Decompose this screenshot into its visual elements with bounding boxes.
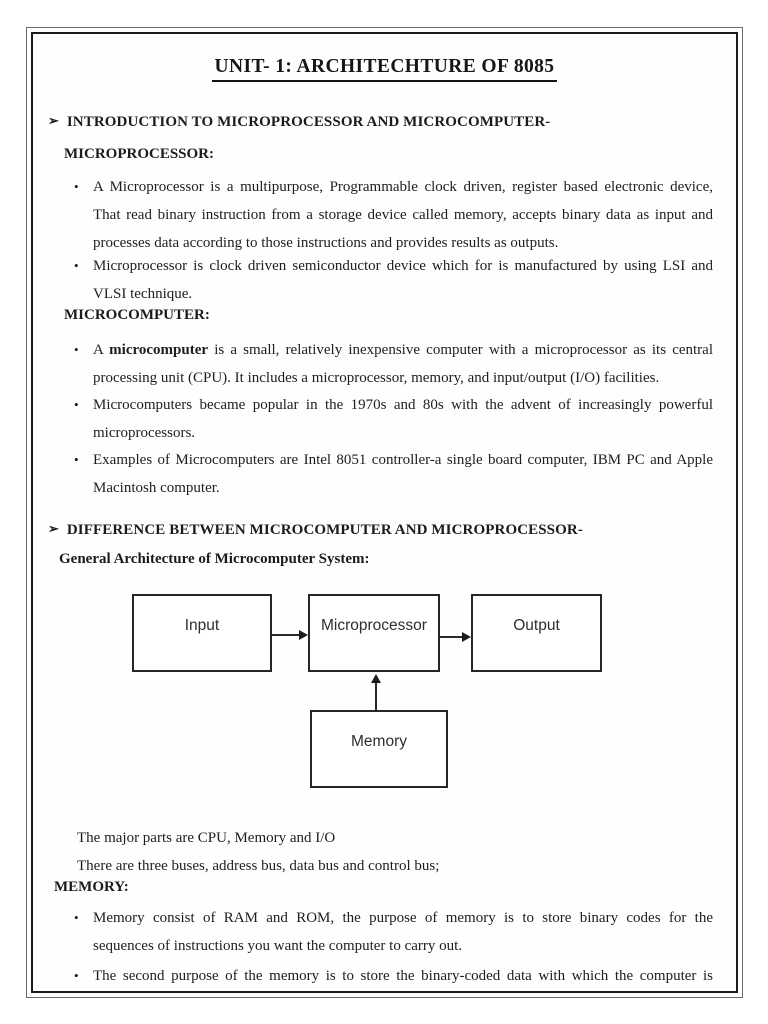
arrow-bullet-icon: ➢ <box>48 113 59 128</box>
bullet-item-microprocessor-def: • A Microprocessor is a multipurpose, Pr… <box>74 173 713 257</box>
diagram-microprocessor-label: Microprocessor <box>321 617 427 634</box>
bullet-item-memory-purpose: • Memory consist of RAM and ROM, the pur… <box>74 904 713 960</box>
arrow-bullet-icon: ➢ <box>48 521 59 536</box>
section-heading-intro: ➢ INTRODUCTION TO MICROPROCESSOR AND MIC… <box>48 113 708 131</box>
bullet-line: Examples of Microcomputers are Intel 805… <box>93 452 713 468</box>
bullet-line: sequences of instructions you want the c… <box>93 938 463 954</box>
diagram-box-output: Output <box>471 594 602 672</box>
section-heading-intro-label: INTRODUCTION TO MICROPROCESSOR AND MICRO… <box>66 114 551 130</box>
bullet-item-microcomputer-def: • A microcomputer is a small, relatively… <box>74 336 713 392</box>
bullet-line: Macintosh computer. <box>93 480 220 496</box>
arrow-right-icon <box>299 630 308 640</box>
bullet-item-memory-second-purpose: • The second purpose of the memory is to… <box>74 962 713 990</box>
bullet-line: Microcomputers became popular in the 197… <box>93 397 713 413</box>
bullet-marker-icon: • <box>74 397 79 412</box>
bullet-line: Microprocessor is clock driven semicondu… <box>93 258 713 274</box>
bullet-marker-icon: • <box>74 910 79 925</box>
subheading-microprocessor: MICROPROCESSOR: <box>64 146 215 162</box>
diagram-box-microprocessor: Microprocessor <box>308 594 440 672</box>
bullet-marker-icon: • <box>74 179 79 194</box>
diagram-box-memory: Memory <box>310 710 448 788</box>
bullet-marker-icon: • <box>74 342 79 357</box>
subheading-general-architecture: General Architecture of Microcomputer Sy… <box>59 551 370 567</box>
bullet-line: VLSI technique. <box>93 286 193 302</box>
bullet-line: That read binary instruction from a stor… <box>93 207 713 223</box>
paragraph-major-parts: The major parts are CPU, Memory and I/O <box>77 830 336 846</box>
diagram-output-label: Output <box>513 617 560 634</box>
document-page: UNIT- 1: ARCHITECHTURE OF 8085 ➢ INTRODU… <box>26 27 743 998</box>
bullet-marker-icon: • <box>74 968 79 983</box>
page-title: UNIT- 1: ARCHITECHTURE OF 8085 <box>33 56 736 82</box>
diagram-memory-label: Memory <box>351 733 407 750</box>
bullet-item-clock-driven: • Microprocessor is clock driven semicon… <box>74 252 713 308</box>
bullet-line: processing unit (CPU). It includes a mic… <box>93 370 660 386</box>
paragraph-buses: There are three buses, address bus, data… <box>77 858 440 874</box>
subheading-microcomputer: MICROCOMPUTER: <box>64 307 210 323</box>
bullet-line: microprocessors. <box>93 425 196 441</box>
bullet-line: Memory consist of RAM and ROM, the purpo… <box>93 910 713 926</box>
section-heading-difference: ➢ DIFFERENCE BETWEEN MICROCOMPUTER AND M… <box>48 521 708 539</box>
bullet-marker-icon: • <box>74 258 79 273</box>
bullet-line: A microcomputer is a small, relatively i… <box>93 342 713 358</box>
arrow-up-icon <box>371 674 381 683</box>
arrow-microprocessor-to-output <box>440 636 465 638</box>
diagram-box-input: Input <box>132 594 272 672</box>
bullet-item-examples: • Examples of Microcomputers are Intel 8… <box>74 446 713 502</box>
arrow-input-to-microprocessor <box>272 634 302 636</box>
bullet-line: processes data according to those instru… <box>93 235 559 251</box>
arrow-memory-to-microprocessor <box>375 682 377 710</box>
arrow-right-icon <box>462 632 471 642</box>
bullet-marker-icon: • <box>74 452 79 467</box>
section-heading-difference-label: DIFFERENCE BETWEEN MICROCOMPUTER AND MIC… <box>66 522 583 538</box>
diagram-input-label: Input <box>184 617 220 634</box>
bullet-line: The second purpose of the memory is to s… <box>93 968 713 984</box>
bullet-line: A Microprocessor is a multipurpose, Prog… <box>93 179 713 195</box>
bullet-item-popular-1970s: • Microcomputers became popular in the 1… <box>74 391 713 447</box>
subheading-memory: MEMORY: <box>54 879 129 895</box>
